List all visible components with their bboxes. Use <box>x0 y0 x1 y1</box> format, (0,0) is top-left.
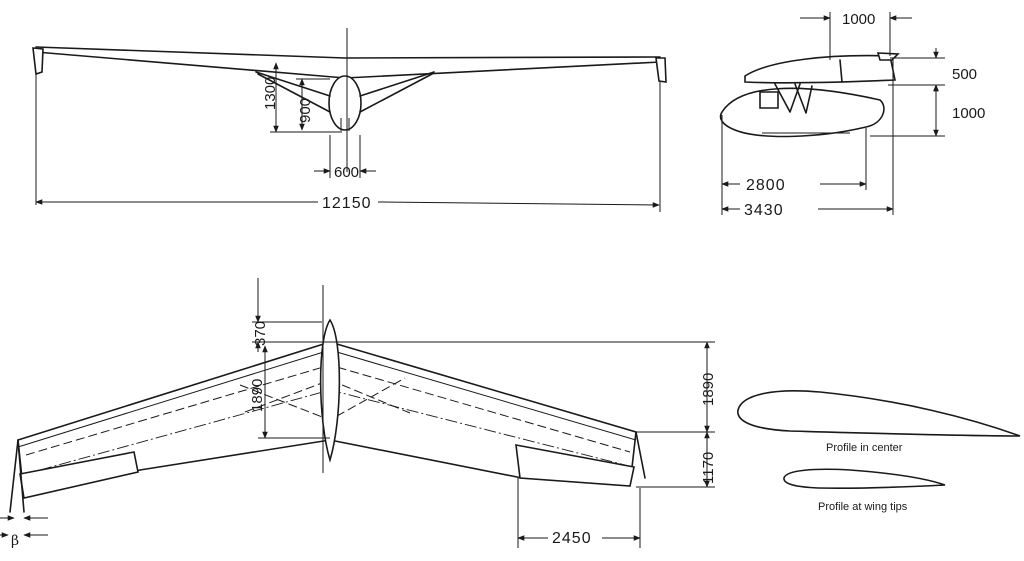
fuselage-length-dimension: 2800 <box>746 177 786 194</box>
sweep-back-dimension: 1890 <box>249 379 266 412</box>
body-width-dimension: 600 <box>334 164 359 181</box>
fin-height-dimension: 1300 <box>262 77 279 110</box>
elevon-span-dimension: 2450 <box>552 530 592 547</box>
side-view: 1000 500 1000 2800 3430 <box>719 11 985 219</box>
sweep-back-right-dimension: 1890 <box>700 373 717 406</box>
overall-length-dimension: 3430 <box>744 202 784 219</box>
profile-center-label: Profile in center <box>826 442 903 454</box>
span-dimension: 12150 <box>322 195 372 212</box>
beta-label: β <box>11 533 19 549</box>
tip-chord-dimension: 1170 <box>700 452 717 484</box>
plan-view: 370 1890 1890 1170 2450 β <box>0 278 717 549</box>
profiles: Profile in center Profile at wing tips <box>737 390 1021 513</box>
profile-tips-label: Profile at wing tips <box>818 501 908 513</box>
cockpit-length-dimension: 1000 <box>842 11 875 28</box>
tip-profile-shape <box>783 468 946 490</box>
front-view: 12150 1300 900 600 <box>32 28 667 212</box>
center-profile-shape <box>737 390 1021 437</box>
nose-offset-dimension: 370 <box>252 321 269 346</box>
cockpit-height-dimension: 500 <box>952 66 977 83</box>
body-height-dimension: 900 <box>297 98 314 123</box>
body-side-height-dimension: 1000 <box>952 105 985 122</box>
